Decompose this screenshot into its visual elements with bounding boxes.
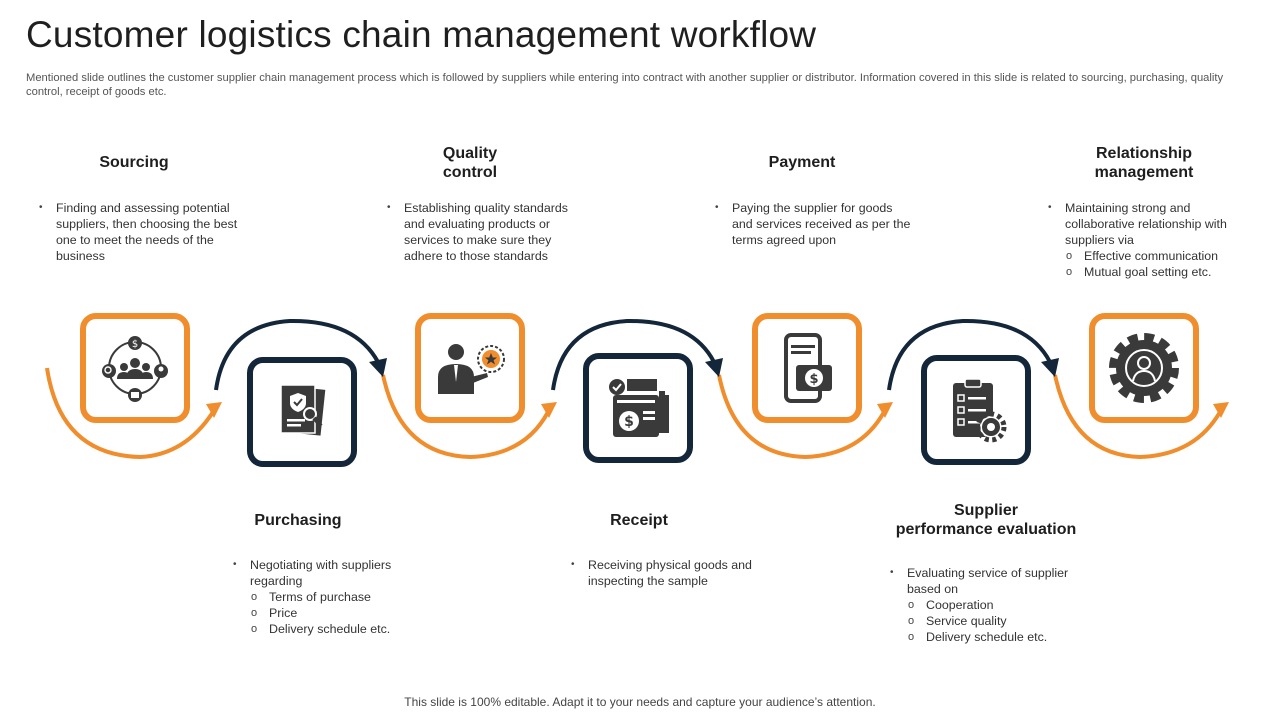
receipt-icon-box: $ [583, 353, 693, 463]
relationship-heading: Relationship management [1094, 145, 1194, 181]
supplier-evaluation-bullets: Evaluating service of supplier based on … [887, 565, 1092, 645]
supplier-evaluation-icon-box [921, 355, 1031, 465]
sourcing-heading: Sourcing [99, 154, 169, 171]
svg-text:$: $ [809, 372, 818, 387]
list-item: Finding and assessing potential supplier… [36, 200, 241, 264]
navy-arrowhead-1 [369, 358, 387, 377]
svg-text:$: $ [624, 414, 634, 430]
payment-heading: Payment [768, 154, 836, 171]
navy-arrow-1 [214, 318, 380, 391]
navy-arrowhead-2 [705, 358, 723, 377]
payment-icon-box: $ [752, 313, 862, 423]
orange-arrowhead-2 [541, 402, 557, 418]
navy-arrow-3 [887, 318, 1052, 391]
relationship-bullets: Maintaining strong and collaborative rel… [1045, 200, 1250, 280]
mobile-payment-icon: $ [784, 333, 832, 403]
network-people-icon: $ [102, 336, 168, 402]
sourcing-bullets: Finding and assessing potential supplier… [36, 200, 241, 264]
payment-bullets: Paying the supplier for goods and servic… [712, 200, 912, 248]
quality-control-heading: Quality control [442, 145, 498, 181]
page-title: Customer logistics chain management work… [26, 14, 817, 55]
orange-arrowhead-1 [206, 402, 222, 418]
list-subitem: Delivery schedule etc. [230, 621, 430, 637]
quality-control-bullets: Establishing quality standards and evalu… [384, 200, 589, 264]
checklist-gear-icon [953, 378, 1007, 443]
purchasing-heading: Purchasing [254, 512, 342, 529]
page-subtitle: Mentioned slide outlines the customer su… [26, 72, 1224, 98]
navy-arrowhead-3 [1041, 358, 1059, 377]
receipt-bullets: Receiving physical goods and inspecting … [568, 557, 778, 589]
invoice-dollar-icon: $ [609, 379, 669, 437]
list-subitem: Terms of purchase [230, 589, 430, 605]
orange-arrow-3 [717, 374, 886, 460]
purchasing-icon-box [247, 357, 357, 467]
list-subitem: Mutual goal setting etc. [1045, 264, 1250, 280]
sourcing-icon-box: $ [80, 313, 190, 423]
purchasing-bullets: Negotiating with suppliers regarding Ter… [230, 557, 430, 637]
footer-note: This slide is 100% editable. Adapt it to… [404, 695, 876, 709]
orange-arrowhead-3 [877, 402, 893, 418]
list-item: Negotiating with suppliers regarding [230, 557, 430, 589]
gear-person-icon [1109, 333, 1179, 403]
document-search-icon [280, 384, 326, 436]
list-item: Maintaining strong and collaborative rel… [1045, 200, 1250, 248]
navy-arrow-2 [551, 318, 716, 391]
list-item: Evaluating service of supplier based on [887, 565, 1092, 597]
svg-text:$: $ [132, 339, 138, 350]
orange-arrow-4 [1053, 374, 1222, 460]
list-subitem: Effective communication [1045, 248, 1250, 264]
list-item: Establishing quality standards and evalu… [384, 200, 589, 264]
relationship-icon-box [1089, 313, 1199, 423]
quality-control-icon-box [415, 313, 525, 423]
list-subitem: Delivery schedule etc. [887, 629, 1092, 645]
orange-arrow-2 [381, 374, 550, 460]
list-item: Receiving physical goods and inspecting … [568, 557, 778, 589]
orange-arrow-1 [45, 367, 215, 460]
list-subitem: Cooperation [887, 597, 1092, 613]
receipt-heading: Receipt [610, 512, 668, 529]
list-subitem: Service quality [887, 613, 1092, 629]
list-subitem: Price [230, 605, 430, 621]
list-item: Paying the supplier for goods and servic… [712, 200, 912, 248]
supplier-evaluation-heading: Supplier performance evaluation [895, 502, 1077, 538]
orange-arrowhead-4 [1213, 402, 1229, 418]
businessman-badge-icon [438, 344, 505, 394]
